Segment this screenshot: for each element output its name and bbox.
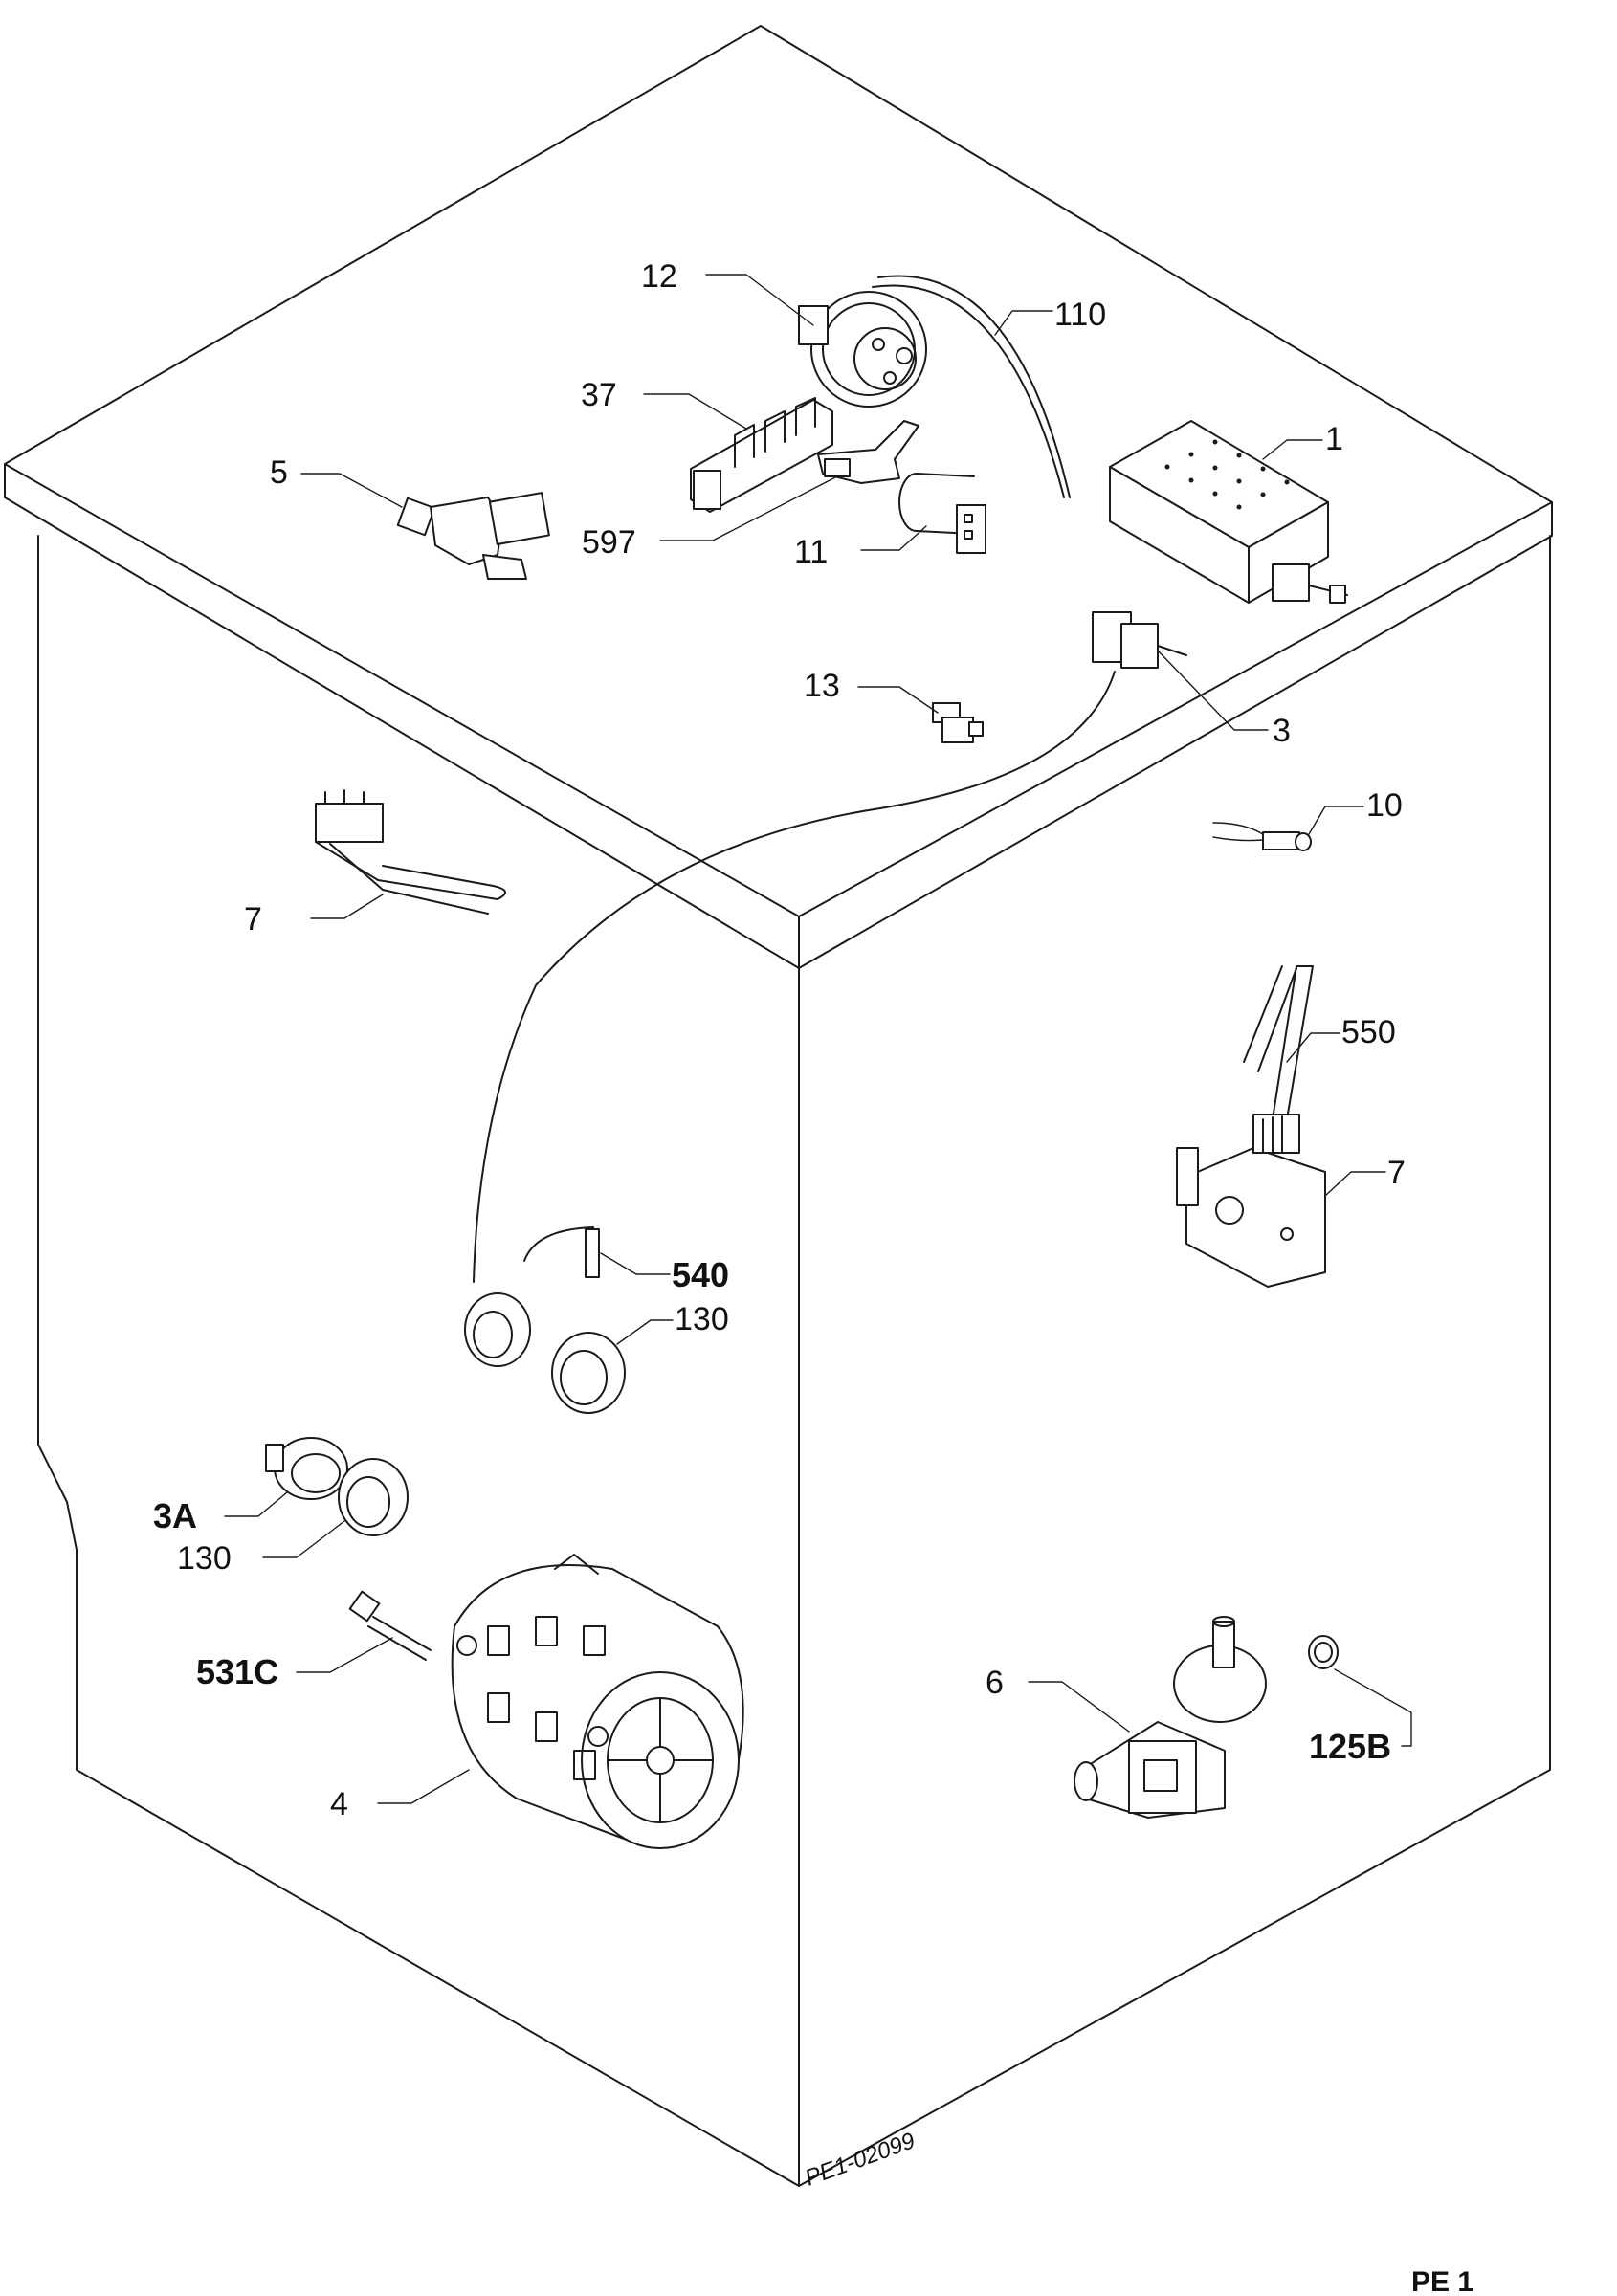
pressure-valve-part	[265, 1437, 348, 1500]
seal-ring-part	[1308, 1635, 1339, 1669]
label-part-37: 37	[581, 377, 617, 413]
label-part-550: 550	[1341, 1014, 1396, 1050]
label-part-1: 1	[1325, 421, 1343, 457]
page-id: PE 1	[1411, 2266, 1473, 2296]
label-part-6-pump: 6	[986, 1665, 1004, 1701]
grommet-upper-part	[464, 1292, 626, 1414]
label-part-540: 540	[672, 1255, 729, 1294]
label-part-5: 5	[270, 454, 288, 491]
label-part-130-lower: 130	[177, 1540, 232, 1577]
label-part-125b: 125B	[1309, 1727, 1391, 1766]
main-switch-part	[473, 611, 1187, 1283]
drawing-code: PE1-02099	[802, 2128, 919, 2191]
inlet-valve-part	[396, 492, 550, 580]
capacitor-part	[898, 473, 986, 554]
programme-timer-part	[1109, 420, 1348, 604]
label-part-531c: 531C	[196, 1652, 278, 1691]
heating-element-part	[315, 789, 506, 915]
screw-part	[348, 1590, 432, 1661]
cable-tie-part	[523, 1226, 600, 1278]
pressure-switch-part	[798, 275, 1071, 498]
label-part-7: 7	[1387, 1155, 1406, 1191]
label-part-12: 12	[641, 258, 677, 295]
temperature-probe-part	[1212, 822, 1312, 851]
label-part-3a: 3A	[153, 1496, 197, 1535]
part-labels: 12 110 37 5 1 597 11 13 3 10 7 550 7 540…	[153, 258, 1406, 1822]
label-part-3: 3	[1273, 713, 1291, 749]
terminal-block-part	[690, 397, 833, 513]
timer-grid-dots	[1164, 439, 1290, 510]
grommet-lower-part	[338, 1458, 409, 1536]
label-part-130-upper: 130	[675, 1301, 729, 1337]
label-part-11: 11	[794, 534, 828, 570]
label-part-19: 10	[1366, 787, 1403, 824]
label-part-110: 110	[1054, 297, 1106, 333]
label-part-4: 4	[330, 1786, 348, 1822]
label-part-597: 597	[582, 524, 636, 561]
label-part-10: 7	[244, 901, 262, 938]
connector-part	[932, 702, 984, 743]
motor-part	[451, 1554, 744, 1849]
drain-pump-part	[1074, 1616, 1267, 1819]
label-part-13: 13	[804, 668, 840, 704]
leader-lines	[224, 274, 1412, 1804]
door-lock-part	[1176, 1114, 1326, 1288]
cabinet-outline	[4, 25, 1553, 2187]
